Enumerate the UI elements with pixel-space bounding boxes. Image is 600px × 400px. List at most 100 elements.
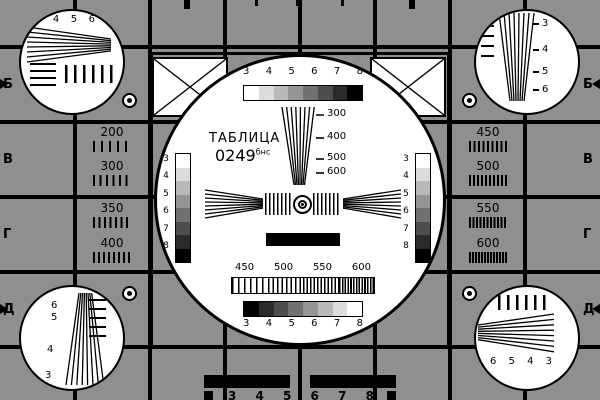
freq-cell-500: 500 [453,160,523,186]
scale-label: 6 [310,389,319,400]
br-wedge-labels: 6 5 4 3 [490,357,552,367]
freq-label: 200 [100,125,124,139]
wedge-label: 4 [52,14,60,25]
freq-grating [469,141,507,152]
gray-step [176,194,190,208]
burst-label: 500 [273,262,294,273]
scale-label: 5 [283,389,292,400]
wedge-label: 3 [542,18,549,29]
gray-step [416,181,430,195]
strip-label: 7 [403,223,409,234]
side-black-square-right [407,313,425,327]
horizontal-wedge-right [343,189,401,219]
target-marker-dot [467,98,472,103]
top-edge-mark [184,0,190,9]
bl-line-group [89,299,106,337]
wedge-label: 6 [490,356,497,367]
scale-label: 7 [338,389,347,400]
freq-label: 600 [476,236,500,250]
tr-resolution-wedge [498,13,535,101]
scale-label: 3 [228,389,237,400]
horizontal-wedge-left [205,189,263,219]
tick-line [30,63,56,65]
center-square-border [150,52,450,348]
card-code-suffix: бнс [255,147,271,157]
freq-label: 300 [100,159,124,173]
card-code: 0249бнс [215,148,270,164]
tick-line [481,45,494,47]
target-marker-dot [467,291,472,296]
freq-grating [469,217,507,228]
corner-circle-top-left: 3 4 5 6 [19,9,125,115]
right-strip-labels: 3 4 5 6 7 8 [399,155,413,251]
wedge-label: 400 [327,131,347,142]
gray-step [288,86,303,100]
strip-label: 5 [163,188,169,199]
gray-step [317,86,333,100]
bottom-black-bar-right [310,375,396,388]
wedge-label: 3 [545,356,552,367]
scale-label: 6 [311,318,318,329]
tick-line [481,55,494,57]
row-letter-left-v: В [3,152,13,167]
target-marker [462,93,477,108]
strip-label: 6 [163,206,169,217]
scale-label: 7 [333,318,341,329]
gray-step [176,167,190,181]
br-tick-grating [498,295,552,310]
top-edge-mark [341,0,344,6]
tick-line [89,317,106,319]
wedge-label: 5 [70,14,78,25]
grayscale-band-bottom [243,301,363,317]
br-resolution-wedge [478,313,554,353]
gray-step [176,221,190,235]
bottom-black-bar-left [204,375,290,388]
wedge-label: 500 [327,152,347,163]
top-edge-mark [255,0,258,6]
gray-step [244,302,259,316]
gray-step [258,86,274,100]
freq-grating [469,252,507,263]
tick-line [481,25,494,27]
freq-cell-550: 550 [453,202,523,228]
wedge-label: 5 [51,312,58,323]
scale-label: 8 [356,318,363,329]
burst-label: 550 [312,262,333,273]
tick-line [533,49,539,51]
gray-step [416,154,430,168]
row-letter-right-b: Б [583,77,593,92]
row-letter-left-b: Б [3,77,13,92]
freq-grating [93,141,131,152]
tick-line [30,77,56,79]
freq-label: 500 [476,159,500,173]
strip-label: 3 [163,154,169,164]
gray-step [416,167,430,181]
tr-line-group [481,25,494,57]
scale-label: 8 [365,389,374,400]
wedge-label: 6 [51,300,58,311]
burst-label: 600 [351,262,371,273]
target-marker [122,286,137,301]
scale-label: 6 [311,66,318,77]
reference-black-bar [266,233,340,246]
gray-step [244,86,259,100]
scale-label: 3 [243,66,250,77]
center-target-dot [301,203,304,206]
freq-grating [469,175,507,186]
edge-arrow-icon [592,304,600,314]
scale-label: 8 [356,66,363,77]
wedge-label: 6 [542,84,549,95]
corner-circle-bottom-left: 6 5 4 3 [19,285,125,391]
burst-segment [303,278,339,293]
target-marker-dot [127,291,132,296]
strip-label: 8 [163,240,169,251]
row-letter-right-g: Г [583,227,592,242]
edge-arrow-icon [592,79,600,89]
strip-label: 8 [403,240,409,251]
target-marker-dot [127,98,132,103]
mid-grating-left [265,193,293,215]
wedge-label: 3 [45,370,52,381]
top-scale-labels: 3 4 5 6 7 8 [243,67,363,77]
bottom-edge-mark [387,391,396,400]
strip-label: 4 [403,171,409,182]
